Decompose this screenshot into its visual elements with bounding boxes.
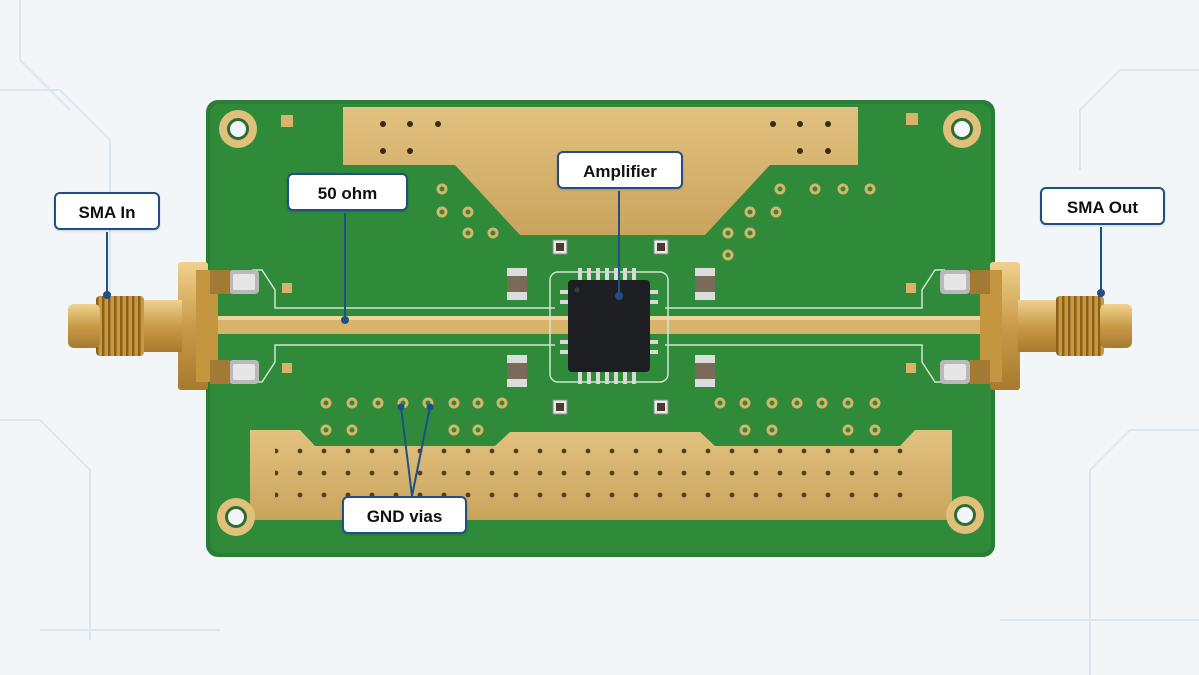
amplifier-chip xyxy=(549,268,669,384)
smd-components xyxy=(507,239,715,415)
amplifier-label: Amplifier xyxy=(557,151,683,189)
sma-in-connector xyxy=(68,296,182,356)
sma-in-label: SMA In xyxy=(54,192,160,230)
sma-out-connector xyxy=(1018,296,1132,356)
sma-out-label: SMA Out xyxy=(1040,187,1165,225)
mounting-holes xyxy=(217,110,984,536)
leader-lines xyxy=(106,191,1102,497)
fifty-ohm-label: 50 ohm xyxy=(287,173,408,211)
sma-out-flange xyxy=(940,262,1020,390)
sma-in-flange xyxy=(178,262,259,390)
gnd-vias-label: GND vias xyxy=(342,496,467,534)
